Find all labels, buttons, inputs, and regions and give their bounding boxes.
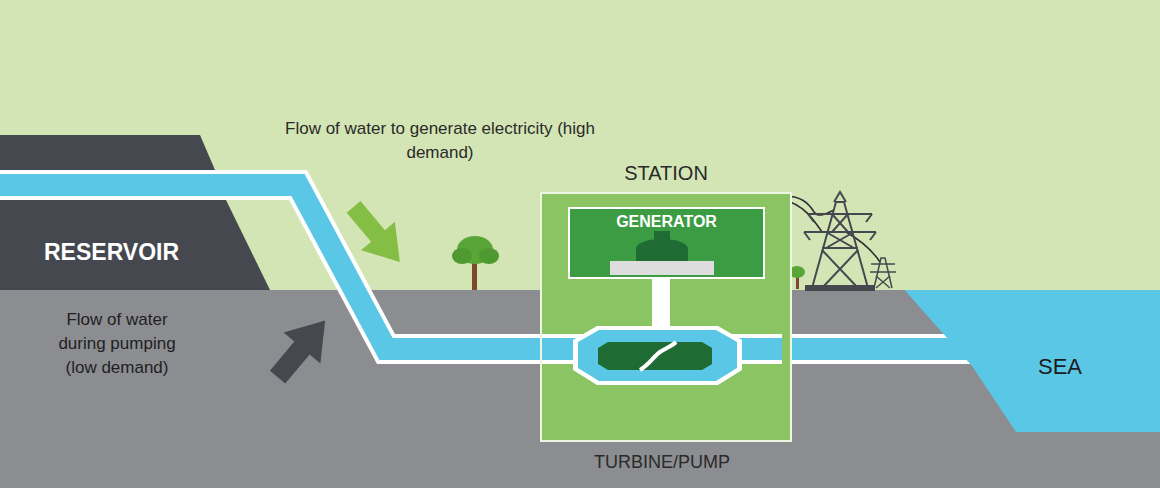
water-pipe [792,349,974,350]
station-box: STATIONGENERATOR [540,192,792,442]
label-holder: Flow of water during pumping (low demand… [44,308,190,379]
node-label: GENERATOR [570,213,763,231]
node-label: RESERVOIR [44,239,179,266]
node-label: SEA [1038,354,1082,380]
pylon [804,192,876,290]
tree [452,236,499,290]
part-label: TURBINE/PUMP [540,450,784,475]
sea-shape: SEA [900,290,1160,432]
label-holder: TURBINE/PUMP [540,450,784,475]
flow-note: Flow of water during pumping (low demand… [44,308,190,379]
reservoir-shape: RESERVOIR [0,135,270,290]
flow-arrow [259,305,343,393]
node-label: STATION [542,162,790,185]
label-holder: Flow of water to generate electricity (h… [280,117,600,165]
power-wire [784,196,880,262]
reservoir-outline [0,135,270,290]
pylon [870,258,896,288]
generator-box: GENERATOR [568,207,765,279]
sea-outline [900,290,1160,432]
flow-note: Flow of water to generate electricity (h… [280,117,600,165]
